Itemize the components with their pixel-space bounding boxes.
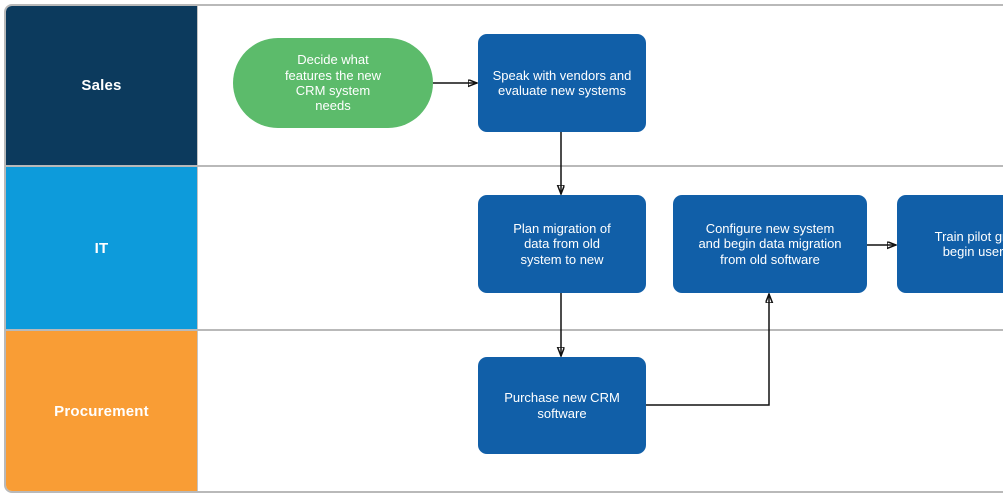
lane-label-it: IT bbox=[6, 167, 198, 329]
lane-label-it-text: IT bbox=[94, 239, 109, 257]
node-purchase-crm: Purchase new CRM software bbox=[478, 357, 646, 454]
node-plan-migration-label: Plan migration of data from old system t… bbox=[513, 221, 611, 267]
node-speak-with-vendors-label: Speak with vendors and evaluate new syst… bbox=[492, 67, 632, 98]
node-train-pilot-group-label: Train pilot group and begin user testing bbox=[934, 228, 1003, 259]
node-configure-system-label: Configure new system and begin data migr… bbox=[698, 221, 842, 267]
node-train-pilot-group: Train pilot group and begin user testing bbox=[897, 195, 1003, 293]
node-speak-with-vendors: Speak with vendors and evaluate new syst… bbox=[478, 34, 646, 132]
lane-label-procurement: Procurement bbox=[6, 331, 198, 491]
node-purchase-crm-label: Purchase new CRM software bbox=[504, 390, 620, 421]
lane-label-sales: Sales bbox=[6, 6, 198, 165]
lane-label-procurement-text: Procurement bbox=[54, 402, 149, 420]
node-decide-features-label: Decide what features the new CRM system … bbox=[284, 52, 382, 114]
node-configure-system: Configure new system and begin data migr… bbox=[673, 195, 867, 293]
lane-sales: Sales bbox=[6, 6, 1003, 165]
node-plan-migration: Plan migration of data from old system t… bbox=[478, 195, 646, 293]
node-decide-features: Decide what features the new CRM system … bbox=[233, 38, 433, 128]
lane-label-sales-text: Sales bbox=[81, 77, 122, 94]
